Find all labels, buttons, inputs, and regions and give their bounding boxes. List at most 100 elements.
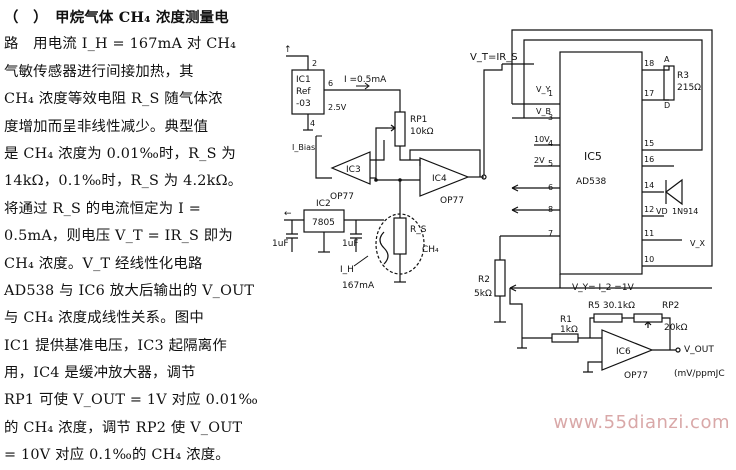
ih-value: 167mA	[342, 281, 375, 291]
v2-label: 2V	[534, 156, 545, 165]
text-line: CH₄ 浓度等效电阻 R_S 随气体浓	[4, 91, 223, 108]
text-line: 用，IC4 是缓冲放大器，调节	[4, 365, 196, 382]
r1-resistor	[551, 333, 579, 343]
ic5-pin5: 5	[548, 159, 553, 168]
ic6-label: IC6	[616, 347, 631, 357]
vout-label: V_OUT	[684, 345, 714, 355]
rp2-label: RP2	[662, 301, 679, 311]
cap2-label: 1uF	[342, 239, 359, 249]
text-line: 路 用电流 I_H = 167mA 对 CH₄	[4, 36, 237, 53]
inner-loop-wire	[523, 39, 703, 151]
rp2-potentiometer	[633, 313, 663, 323]
junction-dot	[398, 178, 402, 182]
supply-arrow-label: ↑	[284, 45, 292, 55]
ic2-input-arrow: ←	[284, 209, 292, 219]
ic1-03-label: -03	[296, 99, 311, 109]
vx-label: V_X	[690, 239, 705, 248]
r2-label: R2	[478, 275, 490, 285]
ic1-reference: IC1 Ref -03	[291, 69, 325, 115]
text-line: 是 CH₄ 浓度为 0.01‰时，R_S 为	[4, 145, 237, 162]
ic5-pin17: 17	[644, 89, 654, 98]
current-arrowhead	[364, 82, 370, 90]
ic3-op77: OP77	[330, 192, 354, 202]
ic1-pin2: 2	[312, 59, 317, 68]
cap2-symbol	[350, 220, 362, 252]
r1-label: R1	[560, 315, 572, 325]
ic5-pin1: 1	[548, 89, 553, 98]
text-line: 度增加而呈非线性减少。典型值	[4, 118, 209, 135]
ic4-opamp	[419, 157, 470, 197]
ic5-label: IC5	[584, 150, 602, 163]
r3-resistor	[656, 65, 675, 101]
text-line: 与 CH₄ 浓度成线性关系。图中	[4, 310, 204, 327]
ic6-noninv-ground	[583, 361, 602, 373]
vt-bus-wire	[483, 64, 503, 175]
circuit-schematic: IC1 Ref -03 ↑ 2 4 6 2.5V I =0.5mA RP1 10…	[272, 29, 725, 381]
text-line: 的 CH₄ 浓度，调节 RP2 使 V_OUT	[4, 419, 243, 436]
text-line: RP1 可使 V_OUT = 1V 对应 0.01‰	[4, 392, 258, 409]
ic1-output-wire	[324, 89, 401, 112]
ic3-opamp	[330, 151, 371, 185]
text-line: IC1 提供基准电压，IC3 起隔离作	[4, 337, 227, 354]
ad538-label: AD538	[576, 177, 607, 187]
ic6-opamp	[601, 329, 654, 371]
text-line: = 10V 对应 0.1‰的 CH₄ 浓度。	[4, 447, 230, 464]
unit-label: (mV/ppmJC	[674, 369, 725, 379]
ic1-voltage: 2.5V	[328, 103, 347, 112]
vy-arrow	[509, 284, 517, 292]
ic6-op77: OP77	[624, 371, 648, 381]
ic4-feedback-loop	[409, 149, 481, 177]
ic2-part: 7805	[312, 218, 335, 228]
r5-resistor	[593, 313, 623, 323]
ic5-pin15: 15	[644, 139, 654, 148]
ic1-pin6: 6	[328, 79, 333, 88]
ic5-right-pin-wires	[642, 69, 692, 267]
rs-label: R_S	[410, 225, 427, 235]
text-line: 0.5mA，则电压 V_T = IR_S 即为	[4, 228, 233, 245]
vd-diode	[665, 178, 683, 206]
a-label: A	[664, 55, 670, 64]
ic3-label: IC3	[346, 165, 361, 175]
r2-resistor	[494, 236, 506, 323]
ic5-pin14: 14	[644, 181, 654, 190]
ic4-op77: OP77	[440, 196, 464, 206]
ic5-pin4: 4	[548, 139, 553, 148]
d-label: D	[664, 101, 670, 110]
ic2-label: IC2	[316, 199, 331, 209]
r1-feed-wire	[509, 288, 523, 338]
ih-arrow	[353, 255, 369, 267]
text-line: 气敏传感器进行间接加热，其	[4, 63, 194, 80]
text-line: （ ） 甲烷气体 CH₄ 浓度测量电	[4, 9, 229, 26]
text-line: 将通过 R_S 的电流恒定为 I =	[4, 200, 202, 217]
pin8-arrow	[511, 206, 519, 214]
cap1-label: 1uF	[272, 239, 289, 249]
rp2-wiper	[644, 321, 652, 328]
rp2-value: 20kΩ	[664, 323, 688, 333]
text-line: AD538 与 IC6 放大后输出的 V_OUT	[4, 282, 255, 299]
in914-label: 1N914	[672, 207, 698, 216]
r2-value: 5kΩ	[474, 289, 492, 299]
rp1-wiper-wire	[375, 127, 388, 180]
ic5-pin11: 11	[644, 229, 654, 238]
ic4-label: IC4	[432, 174, 447, 184]
r5-label: R5 30.1kΩ	[588, 301, 635, 311]
ic5-pin16: 16	[644, 155, 654, 164]
ic1-label: IC1	[296, 75, 311, 85]
cap1-symbol	[286, 220, 298, 252]
ic3-output-wire	[315, 136, 332, 179]
outer-loop-wire	[511, 29, 713, 267]
rp1-potentiometer	[388, 111, 410, 161]
ic5-pin12: 12	[644, 205, 654, 214]
ic5-pin18: 18	[644, 59, 654, 68]
text-line: 14kΩ，0.1‰时，R_S 为 4.2kΩ。	[4, 173, 243, 190]
ic4-feedback-in	[410, 159, 421, 166]
rp1-label: RP1	[410, 115, 427, 125]
description-text-column: （ ） 甲烷气体 CH₄ 浓度测量电 路 用电流 I_H = 167mA 对 C…	[4, 4, 276, 470]
vout-node	[675, 347, 681, 353]
ic5-pin10: 10	[644, 255, 654, 264]
ih-label: I_H	[340, 265, 354, 275]
feedback-wires	[589, 317, 671, 350]
r3-value: 215Ω	[677, 83, 701, 93]
ic5-ad538	[559, 51, 643, 275]
r1-value: 1kΩ	[560, 325, 578, 335]
